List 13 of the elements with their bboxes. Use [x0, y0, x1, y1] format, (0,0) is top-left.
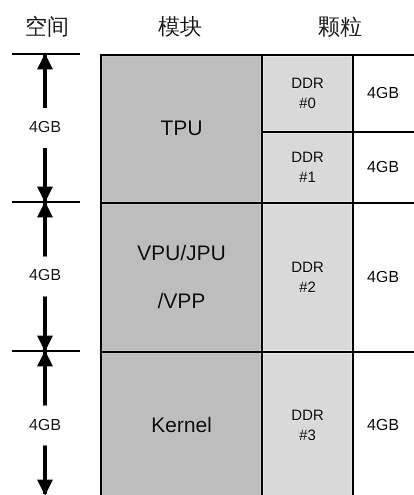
column-header: 空间 [25, 17, 69, 39]
column-header: 模块 [158, 17, 202, 39]
module-block: VPU/JPU /VPP [100, 202, 263, 353]
dimension-label: 4GB [29, 120, 61, 136]
memory-chip-cell: DDR #0 [261, 54, 354, 133]
memory-chip-cell: DDR #2 [261, 202, 354, 353]
dimension-label: 4GB [29, 268, 61, 284]
dimension-label: 4GB [29, 418, 61, 434]
memory-chip-cell: DDR #3 [261, 351, 354, 495]
column-header: 颗粒 [318, 17, 362, 39]
module-block: Kernel [100, 351, 263, 495]
memory-chip-cell: DDR #1 [261, 131, 354, 204]
module-block: TPU [100, 54, 263, 204]
